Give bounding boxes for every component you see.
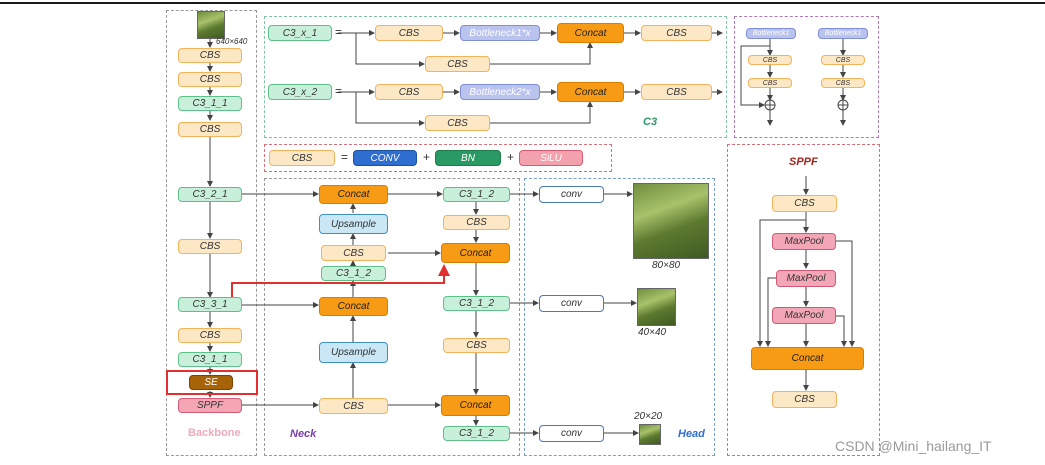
sppf-maxpool-1: MaxPool: [772, 233, 836, 250]
c3-row1-concat: Concat: [557, 23, 624, 43]
head-size-80: 80×80: [652, 260, 681, 271]
legend-plus-2: +: [507, 150, 515, 164]
neck-concat-1: Concat: [319, 185, 388, 204]
neck-c3-1-2: C3_1_2: [321, 266, 386, 281]
sppf-title: SPPF: [789, 156, 818, 168]
backbone-c3-1-1: C3_1_1: [178, 96, 242, 111]
output-image-40: [637, 288, 676, 326]
input-image-thumbnail: [197, 11, 225, 39]
bottleneck-region: [734, 16, 879, 138]
c3-row1-cbs-out: CBS: [641, 25, 712, 41]
neck-cbs-2: CBS: [319, 398, 388, 414]
head-label: Head: [678, 428, 705, 440]
bottleneck1-title-b: Bottleneck1: [818, 28, 868, 39]
neck2-c3-1-2-a: C3_1_2: [443, 187, 510, 202]
backbone-cbs-1: CBS: [178, 48, 242, 63]
backbone-cbs-5: CBS: [178, 328, 242, 343]
c3-row2-cbs-skip: CBS: [425, 115, 490, 131]
sppf-maxpool-2: MaxPool: [776, 270, 836, 287]
neck2-cbs-a: CBS: [443, 215, 510, 230]
head-region: [524, 178, 715, 456]
legend-cbs: CBS: [269, 150, 335, 166]
legend-silu: SiLU: [519, 150, 583, 166]
head-size-40: 40×40: [638, 327, 667, 338]
neck-upsample-2: Upsample: [319, 342, 388, 363]
output-image-20: [639, 424, 661, 445]
c3-label: C3: [643, 116, 658, 128]
neck-upsample-1: Upsample: [319, 214, 388, 234]
neck2-c3-1-2-c: C3_1_2: [443, 426, 510, 441]
neck-region: [264, 178, 520, 456]
sppf-cbs-out: CBS: [772, 391, 837, 408]
backbone-c3-3-1: C3_3_1: [178, 297, 242, 312]
bottleneck1-cbs-b2: CBS: [821, 78, 865, 88]
backbone-cbs-3: CBS: [178, 122, 242, 137]
bottleneck1-cbs-b1: CBS: [821, 55, 865, 65]
c3-row1-cbs: CBS: [375, 25, 443, 41]
bottleneck1-cbs-a1: CBS: [748, 55, 792, 65]
legend-plus-1: +: [423, 150, 431, 164]
c3-x-2-block: C3_x_2: [268, 84, 332, 100]
head-conv-3: conv: [539, 425, 604, 442]
legend-region: [264, 144, 612, 172]
backbone-cbs-2: CBS: [178, 72, 242, 87]
backbone-region: [166, 10, 257, 456]
sppf-concat: Concat: [751, 347, 864, 370]
c3-row2-bottleneck: Bottleneck2*x: [460, 84, 540, 100]
input-size-label: 640×640: [216, 37, 248, 46]
c3-row1-cbs-skip: CBS: [425, 56, 490, 72]
legend-bn: BN: [435, 150, 501, 166]
head-conv-2: conv: [539, 295, 604, 312]
sppf-maxpool-3: MaxPool: [772, 307, 836, 324]
c3-row1-bottleneck: Bottleneck1*x: [460, 25, 540, 41]
backbone-cbs-4: CBS: [178, 239, 242, 254]
watermark: CSDN @Mini_hailang_IT: [835, 438, 992, 454]
head-size-20: 20×20: [634, 411, 663, 422]
c3-x-1-block: C3_x_1: [268, 25, 332, 41]
head-conv-1: conv: [539, 186, 604, 203]
output-image-80: [633, 183, 709, 259]
neck2-concat-a: Concat: [441, 243, 510, 263]
legend-conv: CONV: [353, 150, 417, 166]
sppf-cbs-in: CBS: [772, 195, 837, 212]
neck2-cbs-b: CBS: [443, 338, 510, 353]
backbone-c3-2-1: C3_2_1: [178, 187, 242, 202]
sppf-region: [727, 144, 880, 456]
c3-region: [264, 16, 727, 138]
se-highlight-box: [166, 370, 258, 395]
neck-concat-2: Concat: [319, 297, 388, 316]
c3-row2-concat: Concat: [557, 82, 624, 102]
bottleneck1-cbs-a2: CBS: [748, 78, 792, 88]
backbone-label: Backbone: [188, 427, 241, 439]
c3-row1-equals: =: [335, 25, 343, 39]
top-rule: [0, 2, 1045, 4]
neck-label: Neck: [290, 428, 317, 440]
neck-cbs-1: CBS: [321, 245, 386, 261]
c3-row2-equals: =: [335, 84, 343, 98]
bottleneck1-title-a: Bottleneck1: [746, 28, 796, 39]
backbone-c3-1-1-b: C3_1_1: [178, 352, 242, 367]
c3-row2-cbs: CBS: [375, 84, 443, 100]
neck2-concat-b: Concat: [441, 395, 510, 416]
legend-equals: =: [341, 150, 349, 164]
neck2-c3-1-2-b: C3_1_2: [443, 296, 510, 311]
c3-row2-cbs-out: CBS: [641, 84, 712, 100]
backbone-sppf: SPPF: [178, 398, 242, 413]
se-block: SE: [189, 375, 233, 390]
